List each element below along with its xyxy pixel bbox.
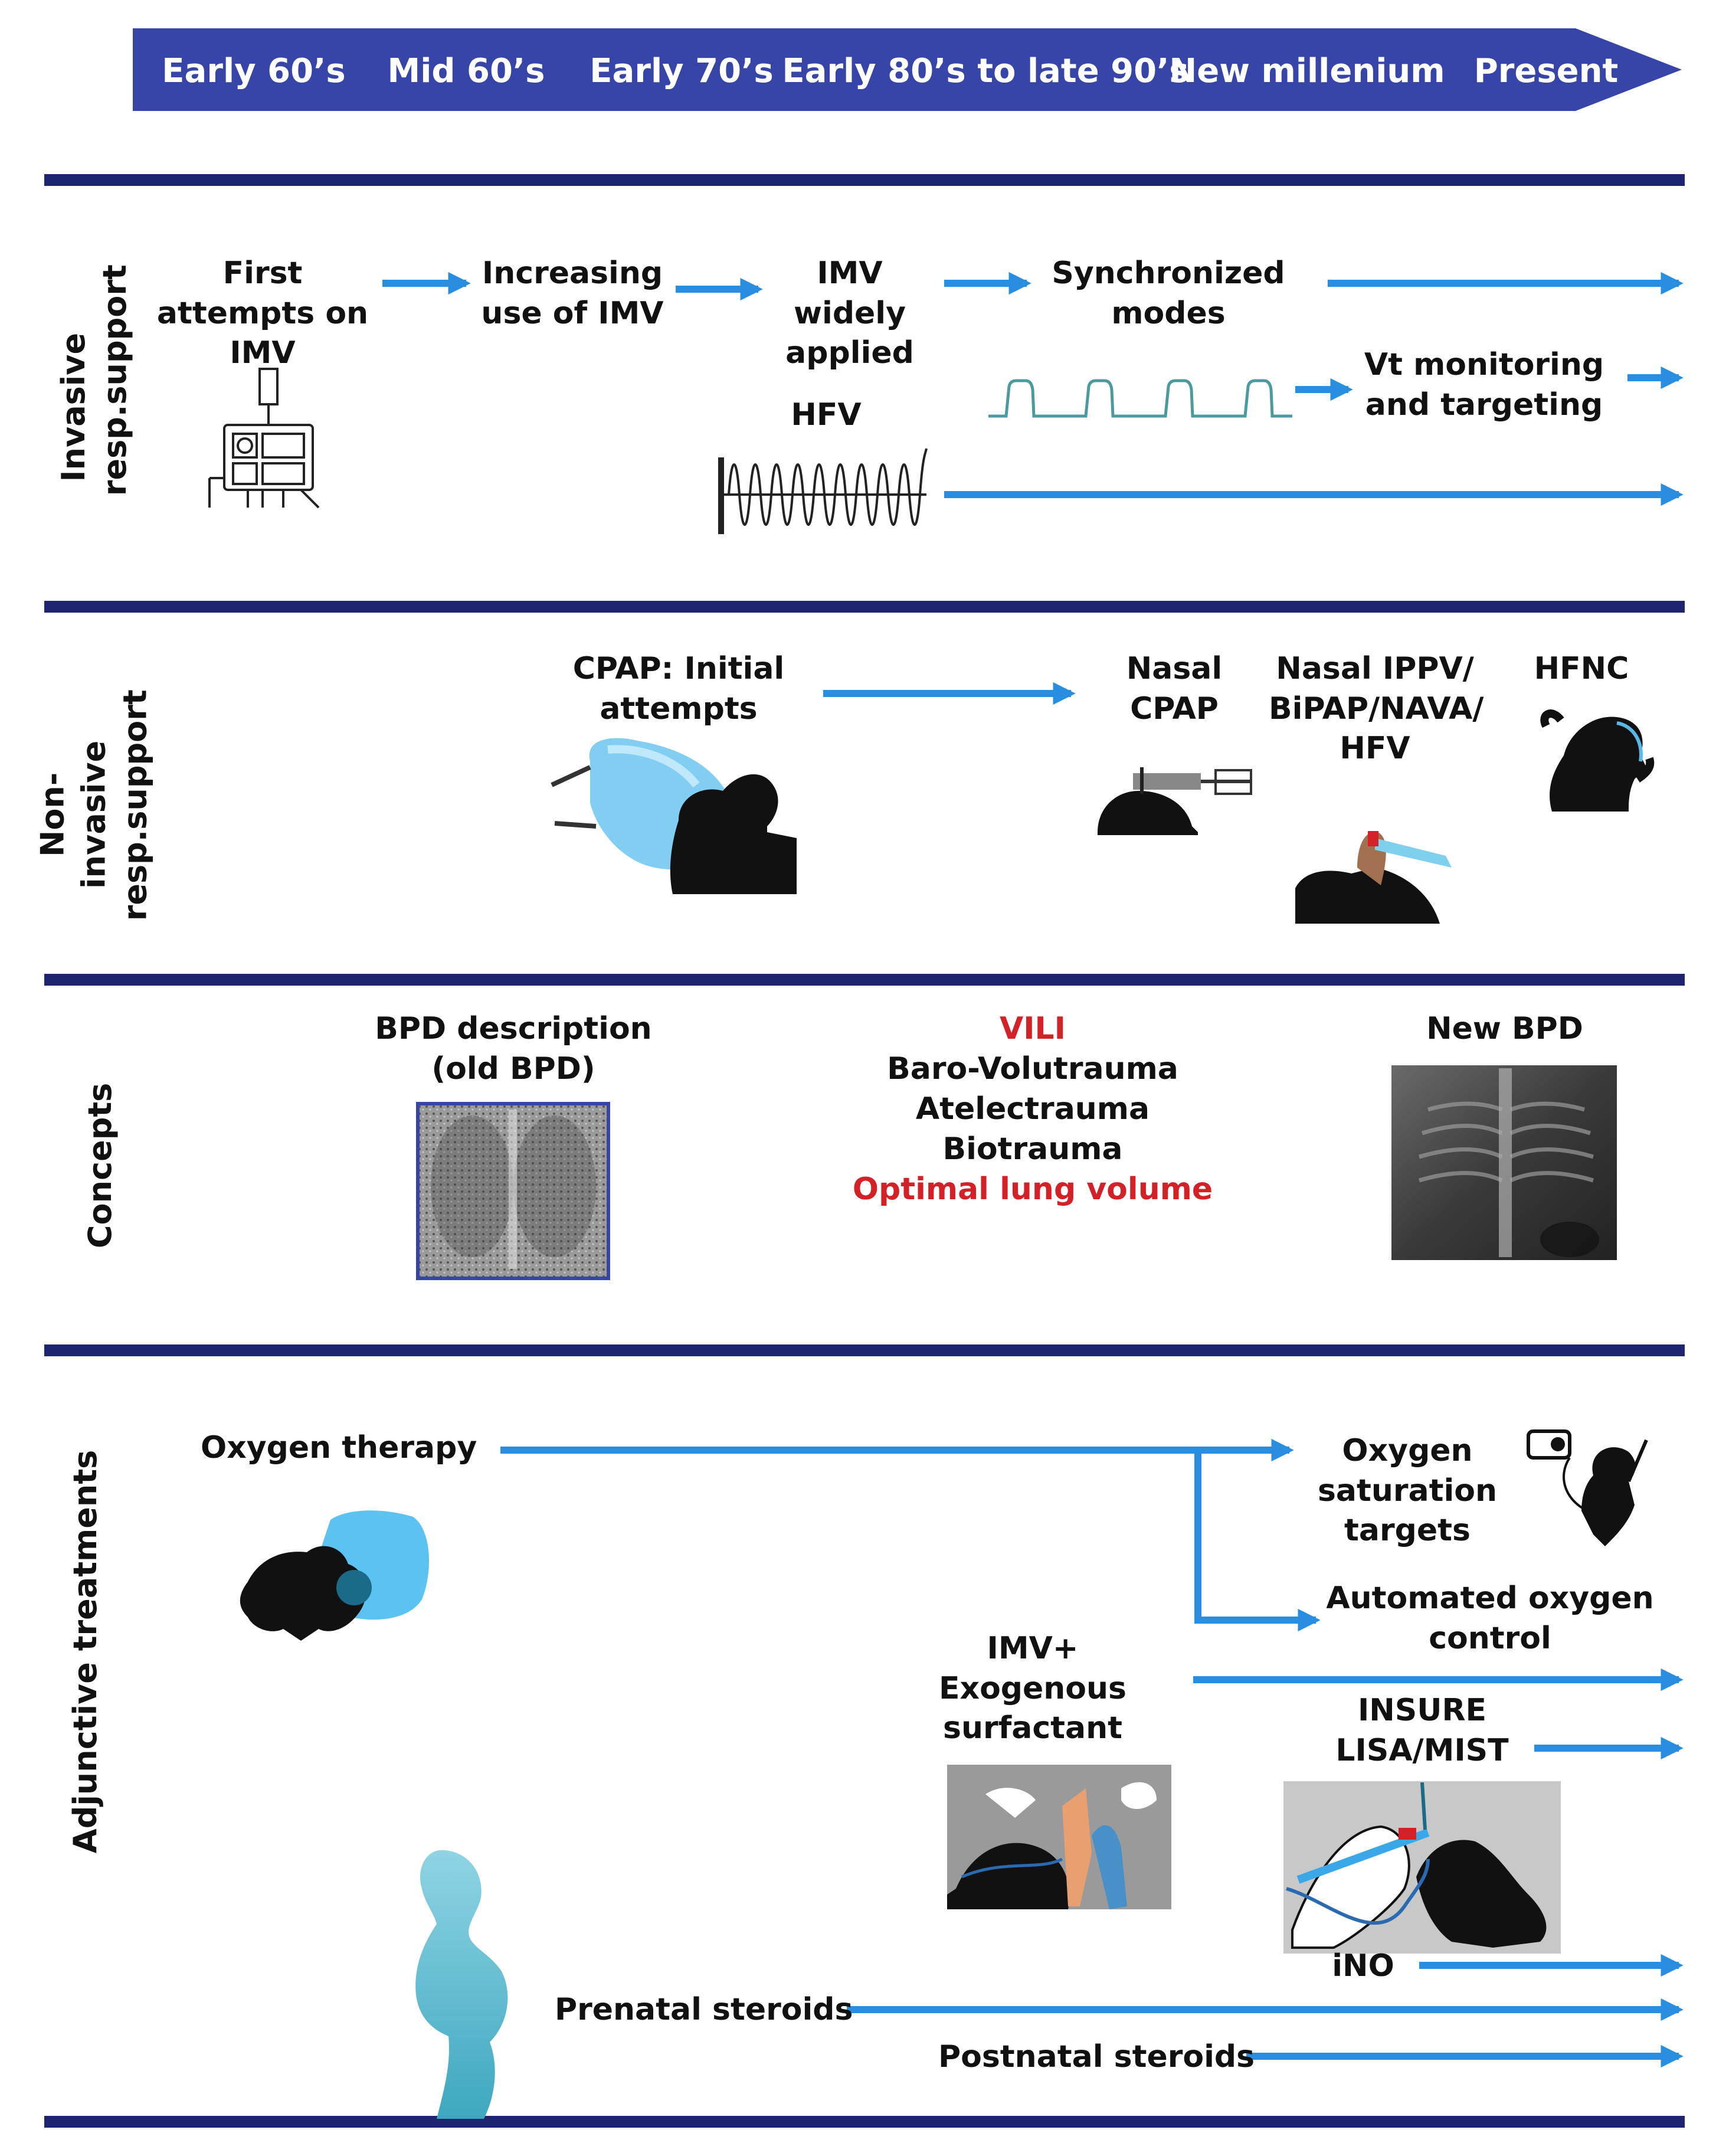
label-first-attempts-imv: First attempts on IMV xyxy=(156,256,369,371)
row-label-noninvasive: Non-invasive resp.support xyxy=(34,689,155,921)
row-label-invasive: Invasive resp.support xyxy=(54,264,133,496)
label-atelectrauma: Atelectrauma xyxy=(915,1091,1150,1127)
label-bpd-description: BPD description xyxy=(375,1011,652,1046)
period-new-millenium: New millenium xyxy=(1169,51,1445,90)
period-early-70s: Early 70’s xyxy=(590,51,774,90)
label-oxygen-saturation-targets: Oxygen saturation targets xyxy=(1317,1433,1498,1549)
label-ino: iNO xyxy=(1332,1948,1394,1984)
label-new-bpd: New BPD xyxy=(1426,1011,1583,1046)
label-baro-volutrauma: Baro-Volutrauma xyxy=(887,1051,1178,1087)
divider-4 xyxy=(44,1344,1685,1356)
label-hfv: HFV xyxy=(791,397,862,433)
arrow-oxygen-branch xyxy=(1194,1450,1205,1624)
label-lisa-mist: LISA/MIST xyxy=(1335,1733,1509,1768)
divider-3 xyxy=(44,974,1685,986)
label-vili: VILI xyxy=(999,1011,1066,1046)
label-imv-surfactant: IMV+ Exogenous surfactant xyxy=(939,1631,1126,1746)
period-early-80s-to-late-90s: Early 80’s to late 90’s xyxy=(782,51,1189,90)
oxygen-hood-infant-icon xyxy=(240,1510,429,1641)
label-nasal-cpap: Nasal CPAP xyxy=(1126,651,1223,727)
label-hfnc: HFNC xyxy=(1534,651,1629,686)
hfnc-infant-icon xyxy=(1540,709,1655,812)
label-oxygen-therapy: Oxygen therapy xyxy=(201,1430,477,1465)
hfv-oscillation-waveform xyxy=(718,448,928,534)
label-optimal-lung-volume: Optimal lung volume xyxy=(852,1172,1213,1207)
synchronized-waveform xyxy=(988,379,1292,418)
label-biotrauma: Biotrauma xyxy=(942,1131,1123,1167)
label-synchronized-modes: Synchronized modes xyxy=(1052,256,1285,331)
label-increasing-imv: Increasing use of IMV xyxy=(481,256,664,331)
nasal-ippv-icon xyxy=(1295,831,1452,924)
divider-2 xyxy=(44,601,1685,613)
label-insure: INSURE xyxy=(1357,1693,1487,1728)
row-label-adjunctive: Adjunctive treatments xyxy=(66,1450,104,1854)
pregnant-woman-icon xyxy=(415,1850,508,2119)
period-present: Present xyxy=(1473,51,1619,90)
label-prenatal-steroids: Prenatal steroids xyxy=(555,1992,853,2027)
ventilator-icon xyxy=(208,368,320,509)
divider-1 xyxy=(44,174,1685,186)
period-mid-60s: Mid 60’s xyxy=(387,51,545,90)
label-postnatal-steroids: Postnatal steroids xyxy=(938,2039,1255,2075)
new-bpd-xray xyxy=(1391,1065,1617,1260)
timeline-arrow-bar xyxy=(133,28,1682,111)
nasal-cpap-icon xyxy=(1098,767,1252,835)
label-nasal-ippv: Nasal IPPV/ BiPAP/NAVA/ HFV xyxy=(1269,651,1484,767)
label-automated-oxygen: Automated oxygen control xyxy=(1326,1581,1654,1656)
label-cpap-initial: CPAP: Initial attempts xyxy=(572,651,785,727)
label-vt-monitoring: Vt monitoring and targeting xyxy=(1364,347,1604,423)
row-label-concepts: Concepts xyxy=(81,1082,119,1249)
lisa-procedure-icon xyxy=(1283,1781,1561,1954)
label-imv-widely-applied: IMV widely applied xyxy=(785,256,914,371)
old-bpd-xray xyxy=(416,1102,610,1280)
period-early-60s: Early 60’s xyxy=(162,51,346,90)
label-old-bpd: (old BPD) xyxy=(431,1051,595,1087)
infant-cpap-icon xyxy=(551,738,797,894)
saturation-monitor-infant-icon xyxy=(1527,1429,1648,1546)
divider-5 xyxy=(44,2116,1685,2128)
surfactant-intubation-icon xyxy=(947,1765,1171,1909)
